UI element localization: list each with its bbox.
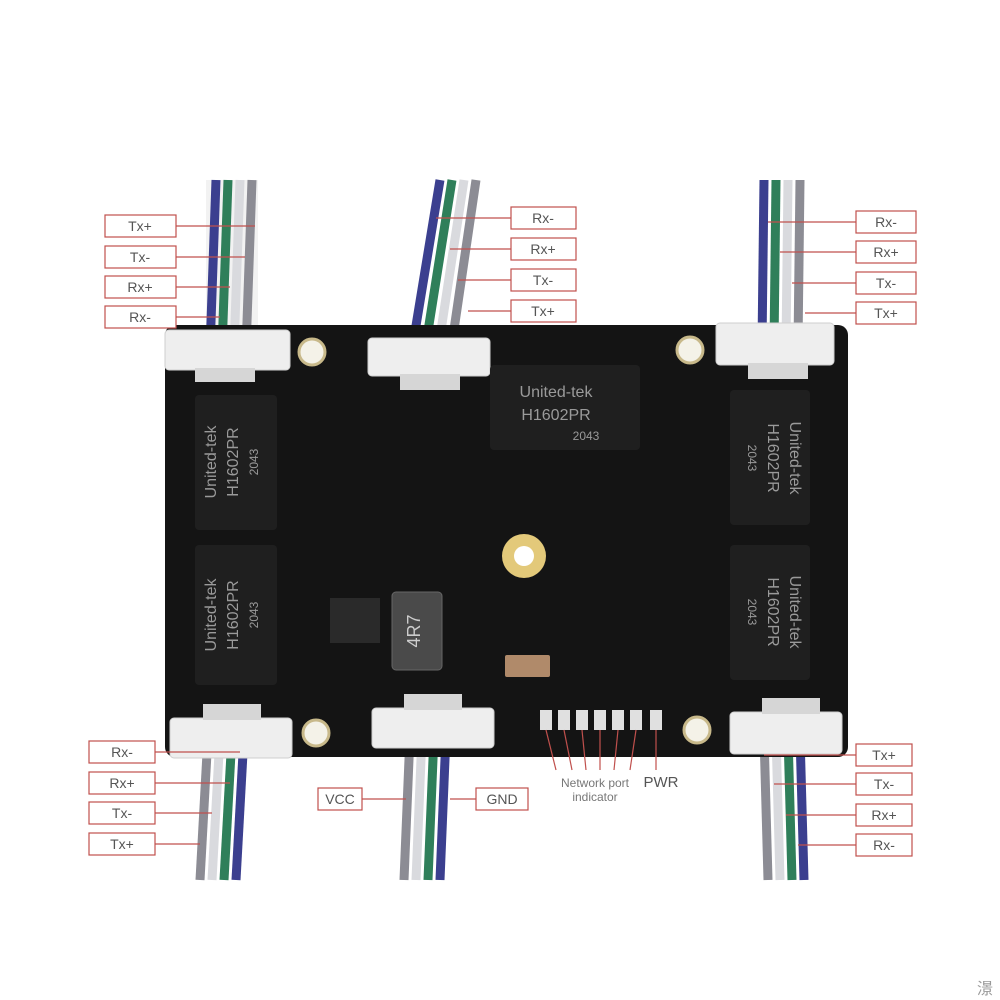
pin-label: Tx- (876, 275, 897, 291)
corner-mark: 澋 (977, 980, 993, 998)
chip-code: 2043 (745, 599, 759, 626)
chip-model: H1602PR (764, 423, 781, 492)
connector-bottom-right (729, 698, 843, 755)
chip-left-lower: United-tek H1602PR 2043 (195, 545, 277, 685)
pin-label: Rx- (875, 214, 897, 230)
labels-top-center: Rx- Rx+ Tx- Tx+ (510, 206, 577, 323)
chip-model: H1602PR (225, 580, 242, 649)
pin-label: Rx- (129, 309, 151, 325)
crystal (505, 655, 550, 677)
network-port-indicator-label-2: indicator (572, 790, 617, 804)
cable-top-right (757, 179, 805, 346)
chip-brand: United-tek (203, 578, 220, 652)
chip-code: 2043 (247, 448, 261, 475)
labels-power: VCC GND (317, 787, 529, 811)
connector-top-left (164, 329, 291, 382)
pin-label: Rx- (873, 837, 895, 853)
mount-hole-bottom-right (682, 715, 712, 745)
chip-model: H1602PR (521, 407, 590, 424)
pin-label: Tx- (533, 272, 554, 288)
pin-label: Rx- (532, 210, 554, 226)
pin-label: Tx+ (110, 836, 134, 852)
chip-left-upper: United-tek H1602PR 2043 (195, 395, 277, 530)
cable-bottom-right (759, 734, 809, 881)
cable-top-center (407, 179, 481, 351)
labels-top-right: Rx- Rx+ Tx- Tx+ (855, 210, 917, 325)
pin-label: Tx+ (531, 303, 555, 319)
chip-brand: United-tek (786, 576, 803, 650)
mosfet (330, 598, 380, 643)
mount-hole-center-inner (514, 546, 534, 566)
connector-top-right (715, 322, 835, 379)
chip-right-lower: United-tek H1602PR 2043 (730, 545, 810, 680)
labels-top-left: Tx+ Tx- Rx+ Rx- (104, 214, 177, 329)
pin-label: Tx- (130, 249, 151, 265)
chip-brand: United-tek (786, 422, 803, 496)
gnd-label: GND (486, 791, 517, 807)
pin-label: Tx- (874, 776, 895, 792)
labels-bottom-right: Tx+ Tx- Rx+ Rx- (855, 743, 913, 857)
pin-label: Rx- (111, 744, 133, 760)
cable-bottom-left (195, 734, 249, 881)
pin-label: Tx- (112, 805, 133, 821)
chip-model: H1602PR (225, 427, 242, 496)
connector-top-center (367, 337, 491, 390)
connector-bottom-center (371, 694, 495, 749)
chip-code: 2043 (247, 601, 261, 628)
inductor: 4R7 (391, 591, 443, 671)
chip-model: H1602PR (764, 577, 781, 646)
vcc-label: VCC (325, 791, 355, 807)
pwr-label: PWR (644, 774, 679, 791)
chip-code: 2043 (745, 445, 759, 472)
chip-code: 2043 (573, 429, 600, 443)
mount-hole-top-right (675, 335, 705, 365)
network-port-indicator-label: Network port (561, 776, 630, 790)
cable-bottom-center (399, 734, 451, 881)
pin-label: Rx+ (127, 279, 152, 295)
pin-label: Tx+ (128, 218, 152, 234)
pcb-board (165, 325, 848, 757)
pin-label: Rx+ (873, 244, 898, 260)
connector-bottom-left (169, 704, 293, 759)
pin-label: Rx+ (530, 241, 555, 257)
pin-label: Rx+ (871, 807, 896, 823)
chip-right-upper: United-tek H1602PR 2043 (730, 390, 810, 525)
pin-label: Rx+ (109, 775, 134, 791)
port-leaders (155, 217, 856, 846)
mount-hole-top-left (297, 337, 327, 367)
pin-label: Tx+ (874, 305, 898, 321)
mount-hole-bottom-left (301, 718, 331, 748)
chip-top-center: United-tek H1602PR 2043 (490, 365, 640, 450)
labels-bottom-left: Rx- Rx+ Tx- Tx+ (88, 740, 156, 856)
indicator-leaders (545, 729, 657, 771)
chip-brand: United-tek (520, 384, 594, 401)
inductor-label: 4R7 (404, 614, 424, 647)
pin-label: Tx+ (872, 747, 896, 763)
chip-brand: United-tek (203, 425, 220, 499)
led-row (540, 710, 662, 730)
